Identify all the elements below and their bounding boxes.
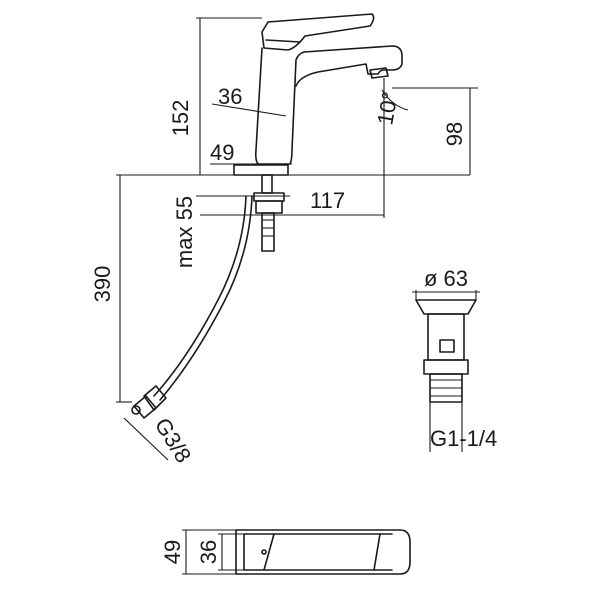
popup-waste (412, 290, 480, 452)
dim-top-width-inner: 36 (196, 540, 221, 564)
dim-total-height: 152 (168, 100, 193, 137)
faucet-base (233, 164, 289, 176)
flex-hose (131, 195, 253, 419)
faucet-body (254, 47, 305, 165)
faucet-lever (261, 13, 375, 51)
faucet-side-view (233, 13, 403, 252)
lever-detail-line (265, 39, 301, 43)
dimension-lines (116, 17, 478, 461)
dim-angle: 10° (372, 90, 402, 127)
dim-max-thickness: max 55 (172, 196, 197, 268)
aerator (369, 67, 389, 79)
hose-end-nut (143, 385, 167, 411)
dim-spout-reach: 117 (310, 188, 345, 213)
faucet-top-view (182, 529, 411, 575)
dim-handle: 36 (218, 84, 242, 109)
dim-waste-thread: G1-1/4 (430, 426, 497, 451)
faucet-spout (295, 45, 403, 87)
mounting-rod (253, 174, 285, 252)
dim-base-diameter: 49 (210, 140, 234, 165)
dim-waste-diameter: ø 63 (424, 266, 468, 291)
dim-top-width-outer: 49 (160, 540, 185, 564)
dim-hose-length: 390 (90, 266, 115, 303)
dim-hose-connection: G3/8 (150, 413, 196, 467)
dim-spout-height: 98 (442, 122, 467, 146)
